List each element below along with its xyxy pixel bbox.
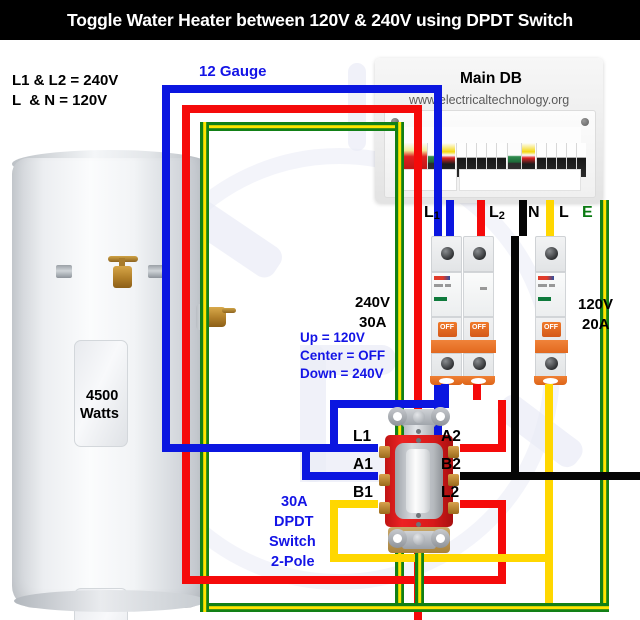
wire-earth-down-main — [395, 122, 404, 612]
terminal-label-l: L — [559, 204, 569, 221]
legend-down-position: Down = 240V — [300, 366, 384, 381]
switch-terminal-b1[interactable] — [379, 502, 390, 514]
wire-red-left-to-heater — [182, 105, 190, 160]
panel-website: www.electricaltechnology.org — [409, 93, 570, 107]
wire-red-l2-out — [460, 500, 506, 508]
wire-red-a2-riser — [498, 400, 506, 452]
wire-blue-to-a1-terminal — [302, 472, 378, 480]
breaker-240v-pole-2[interactable]: OFF — [462, 236, 496, 385]
wire-yellow-bottom-bus — [330, 554, 553, 562]
wire-red-breaker-out — [473, 384, 481, 400]
panel-title: Main DB — [460, 70, 522, 87]
wire-yellow-b1-drop — [330, 500, 338, 562]
wire-red-db-stub — [477, 200, 485, 236]
water-heater-illustration — [12, 140, 208, 620]
wire-blue-to-switch-top — [330, 400, 449, 408]
wire-red-l2-drop — [498, 500, 506, 584]
terminal-label-e: E — [582, 204, 593, 221]
wire-red-down-main — [414, 105, 422, 620]
switch-caption-current: 30A — [281, 494, 308, 510]
terminal-label-l2: L2 — [489, 204, 505, 222]
switch-label-a2: A2 — [441, 428, 461, 445]
heater-upper-access-panel — [74, 340, 128, 447]
dpdt-toggle-switch[interactable] — [376, 405, 462, 557]
switch-caption-poles: 2-Pole — [271, 554, 315, 570]
note-wire-gauge: 12 Gauge — [199, 63, 267, 80]
wire-earth-top-horizontal — [200, 122, 404, 131]
legend-center-position: Center = OFF — [300, 348, 386, 363]
wire-black-neutral-down — [511, 236, 519, 474]
wire-blue-switch-drop — [330, 400, 338, 452]
breaker-240v-pole-1[interactable]: OFF — [430, 236, 464, 385]
heater-inlet-nipple — [56, 265, 72, 278]
switch-terminal-l1[interactable] — [379, 446, 390, 458]
breaker-120v-current-label: 20A — [582, 316, 610, 333]
breaker-120v-single-pole[interactable]: OFF — [534, 236, 568, 385]
breaker-240v-voltage-label: 240V — [355, 294, 391, 311]
wire-red-bottom-bus — [302, 576, 506, 584]
wire-blue-left-riser — [162, 160, 170, 452]
breaker-120v-voltage-label: 120V — [578, 296, 614, 313]
wire-blue-top-horizontal — [162, 85, 442, 93]
note-l-n-voltage: L & N = 120V — [12, 92, 108, 109]
heater-relief-valve — [108, 256, 138, 290]
wire-blue-to-l1-terminal — [330, 444, 378, 452]
wire-blue-left-to-heater — [162, 85, 170, 160]
breaker-240v-current-label: 30A — [359, 314, 387, 331]
heater-outlet-nipple — [148, 265, 164, 278]
wire-black-b2-out — [460, 472, 640, 480]
switch-terminal-l2[interactable] — [448, 502, 459, 514]
switch-label-l2: L2 — [441, 484, 460, 501]
diagram-title-bar: Toggle Water Heater between 120V & 240V … — [0, 0, 640, 40]
wire-blue-a1-branch-upper — [302, 444, 336, 452]
wire-black-db-stub — [519, 200, 527, 236]
wire-yellow-to-b1-terminal — [330, 500, 378, 508]
wire-blue-db-stub — [446, 200, 454, 236]
wire-earth-right-main — [600, 200, 609, 612]
switch-caption-switch: Switch — [269, 534, 316, 550]
wire-blue-breaker-out — [441, 384, 449, 406]
diagram-title: Toggle Water Heater between 120V & 240V … — [67, 9, 573, 30]
wire-red-left-riser — [182, 160, 190, 584]
wire-blue-left-bottom — [162, 444, 307, 452]
wire-earth-switch-ground — [415, 543, 424, 612]
wire-yellow-db-stub — [546, 200, 554, 236]
note-l1-l2-voltage: L1 & L2 = 240V — [12, 72, 119, 89]
switch-terminal-a2[interactable] — [448, 446, 459, 458]
switch-mounting-yoke-top — [388, 405, 450, 431]
switch-label-l1: L1 — [353, 428, 372, 445]
switch-label-a1: A1 — [353, 456, 373, 473]
heater-wattage-line2: Watts — [80, 406, 119, 422]
switch-terminal-a1[interactable] — [379, 474, 390, 486]
switch-terminal-b2[interactable] — [448, 474, 459, 486]
switch-caption-type: DPDT — [274, 514, 314, 530]
switch-mounting-yoke-bottom — [388, 527, 450, 553]
wire-earth-left-to-heater — [200, 122, 209, 162]
switch-label-b1: B1 — [353, 484, 373, 501]
terminal-label-n: N — [528, 204, 540, 221]
wire-yellow-breaker-out — [545, 384, 553, 612]
wire-earth-bottom-bus — [200, 603, 609, 612]
terminal-label-l1: L1 — [424, 204, 440, 222]
wire-red-top-horizontal — [182, 105, 422, 113]
switch-label-b2: B2 — [441, 456, 461, 473]
wire-red-left-bottom — [182, 576, 310, 584]
legend-up-position: Up = 120V — [300, 330, 365, 345]
heater-wattage-line1: 4500 — [86, 388, 119, 404]
switch-lever[interactable] — [406, 449, 430, 513]
wire-red-a2-out — [460, 444, 506, 452]
wire-blue-a1-drop — [302, 444, 310, 480]
wire-earth-left-riser — [200, 160, 209, 612]
